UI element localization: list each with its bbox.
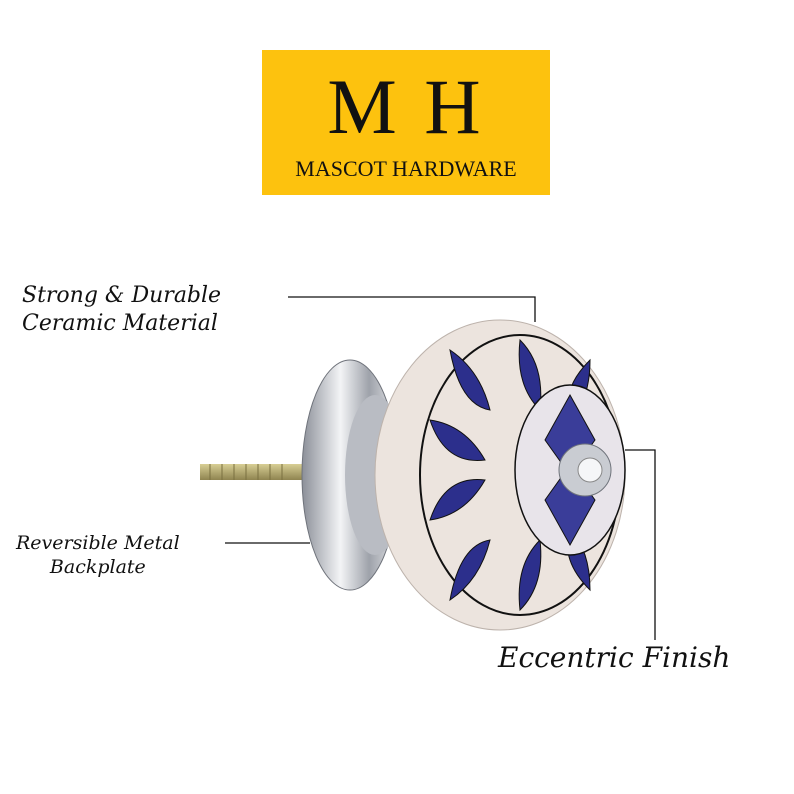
callout-text: Ceramic Material <box>22 310 218 336</box>
screw <box>200 464 310 480</box>
logo-brand-name: MASCOT HARDWARE <box>295 156 517 181</box>
leader-lines <box>225 296 656 640</box>
callout-backplate: Reversible Metal Backplate <box>16 532 180 580</box>
logo-monogram: M H <box>327 63 485 150</box>
callout-text: Reversible Metal <box>16 532 180 554</box>
callout-finish: Eccentric Finish <box>498 640 730 675</box>
brand-logo: M H MASCOT HARDWARE <box>262 50 550 195</box>
callout-ceramic: Strong & Durable Ceramic Material <box>22 282 221 337</box>
callout-text: Eccentric Finish <box>498 641 731 674</box>
callout-text: Backplate <box>49 555 146 578</box>
callout-text: Strong & Durable <box>22 283 222 308</box>
